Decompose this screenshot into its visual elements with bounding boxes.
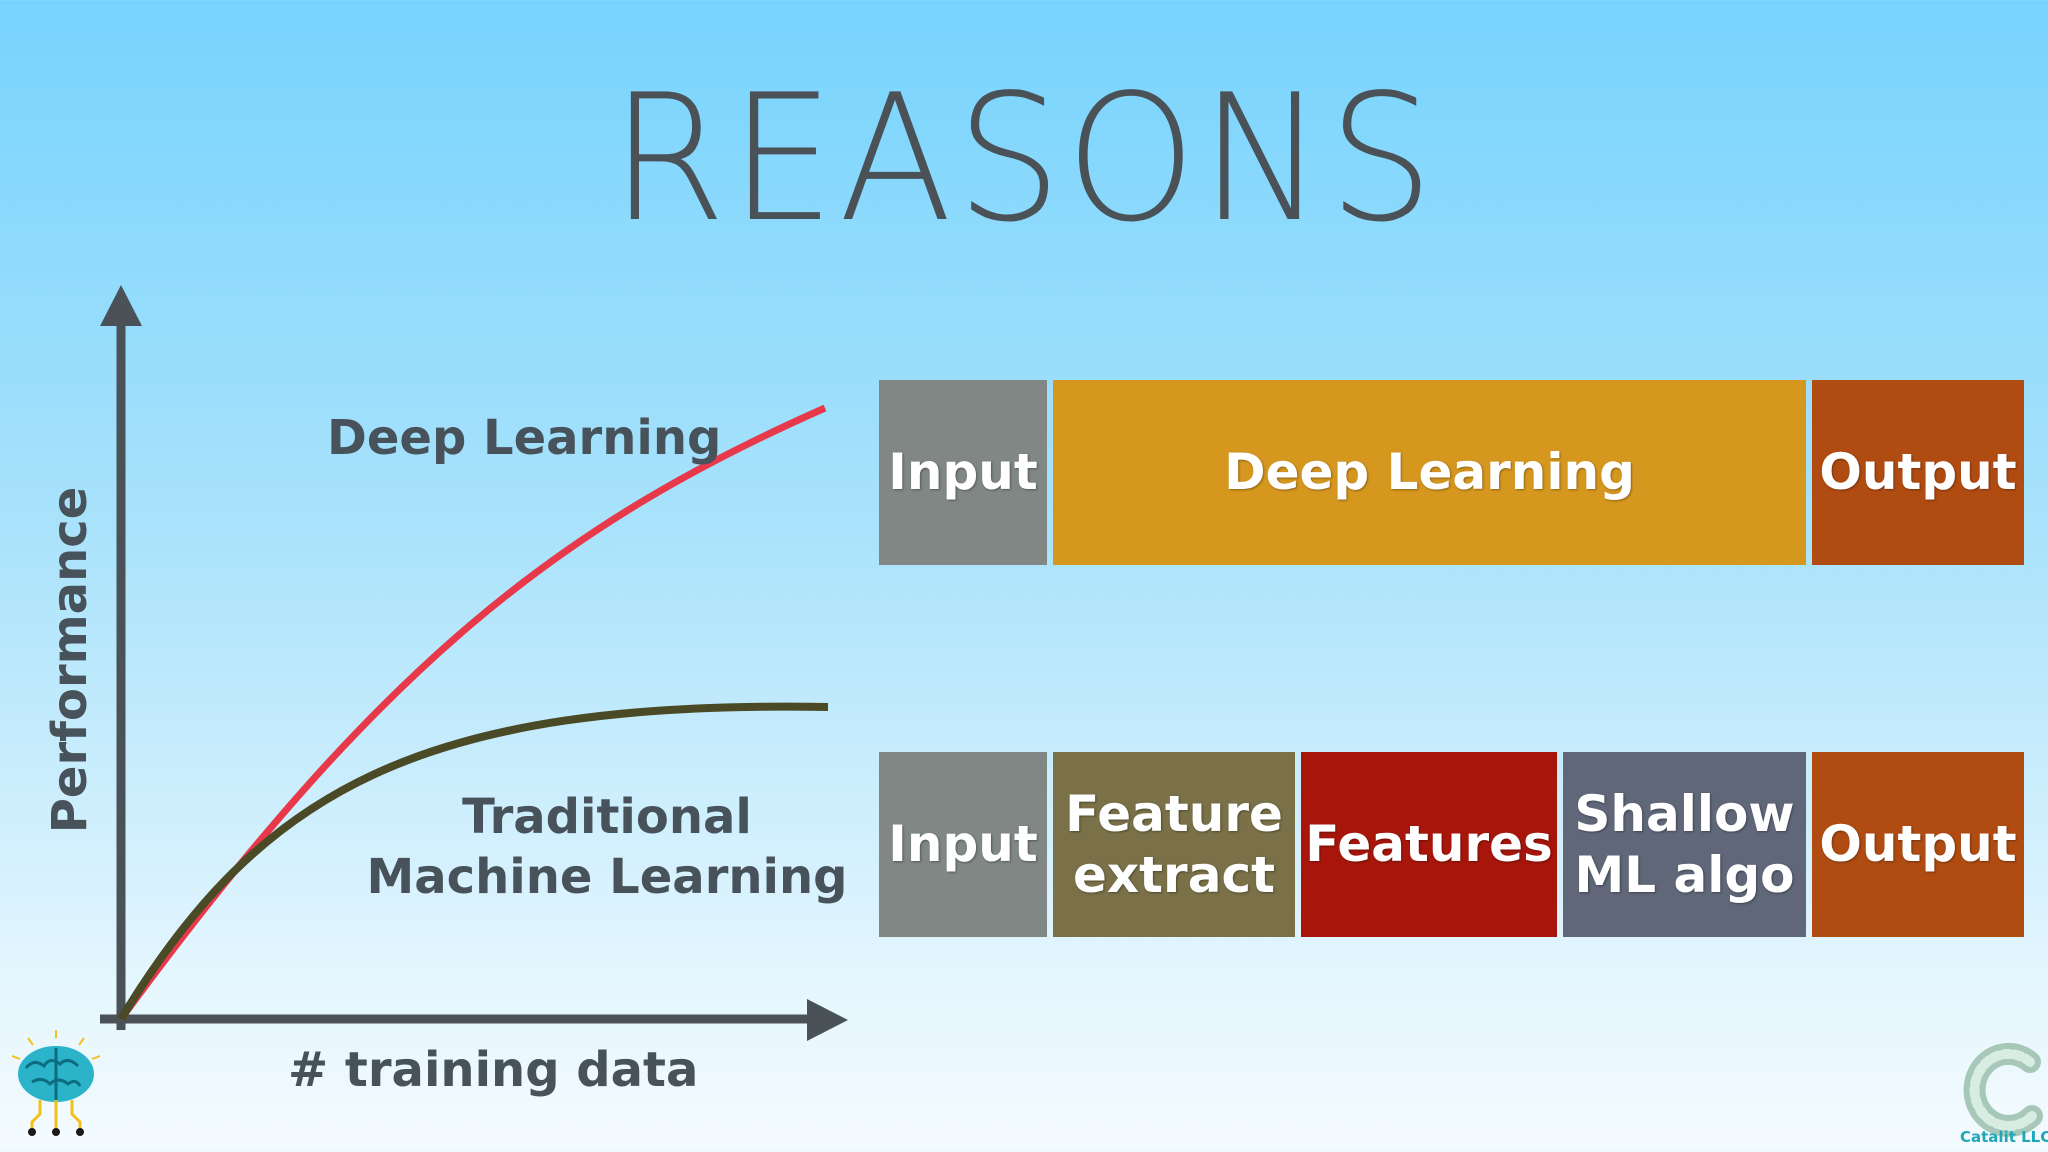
dl-output-block: Output xyxy=(1812,380,2024,565)
tml-features-block: Features xyxy=(1301,752,1557,937)
traditional-label-line1: Traditional xyxy=(462,789,752,845)
y-axis-label: Performance xyxy=(42,486,98,834)
x-axis-label: # training data xyxy=(288,1042,699,1098)
y-axis-arrowhead xyxy=(100,285,142,326)
tml-output-block: Output xyxy=(1812,752,2024,937)
catalit-c-logo-icon xyxy=(1963,1042,2043,1137)
traditional-ml-curve xyxy=(117,702,829,1022)
tml-feature-extract-block: Feature extract xyxy=(1053,752,1295,937)
tml-input-block: Input xyxy=(879,752,1047,937)
catalit-logo-text: Catalit LLC xyxy=(1960,1128,2048,1146)
traditional-ml-curve-label: Traditional Machine Learning xyxy=(362,787,852,907)
traditional-label-line2: Machine Learning xyxy=(366,849,848,905)
tml-shallow-ml-block: Shallow ML algo xyxy=(1563,752,1806,937)
x-axis-arrowhead xyxy=(807,999,848,1041)
slide-title: REASONS xyxy=(610,58,1438,261)
deep-learning-curve-label: Deep Learning xyxy=(327,410,722,466)
brain-circuit-logo-icon xyxy=(11,1030,101,1136)
dl-input-block: Input xyxy=(879,380,1047,565)
deep-learning-curve xyxy=(118,404,827,1022)
dl-deep-learning-block: Deep Learning xyxy=(1053,380,1806,565)
